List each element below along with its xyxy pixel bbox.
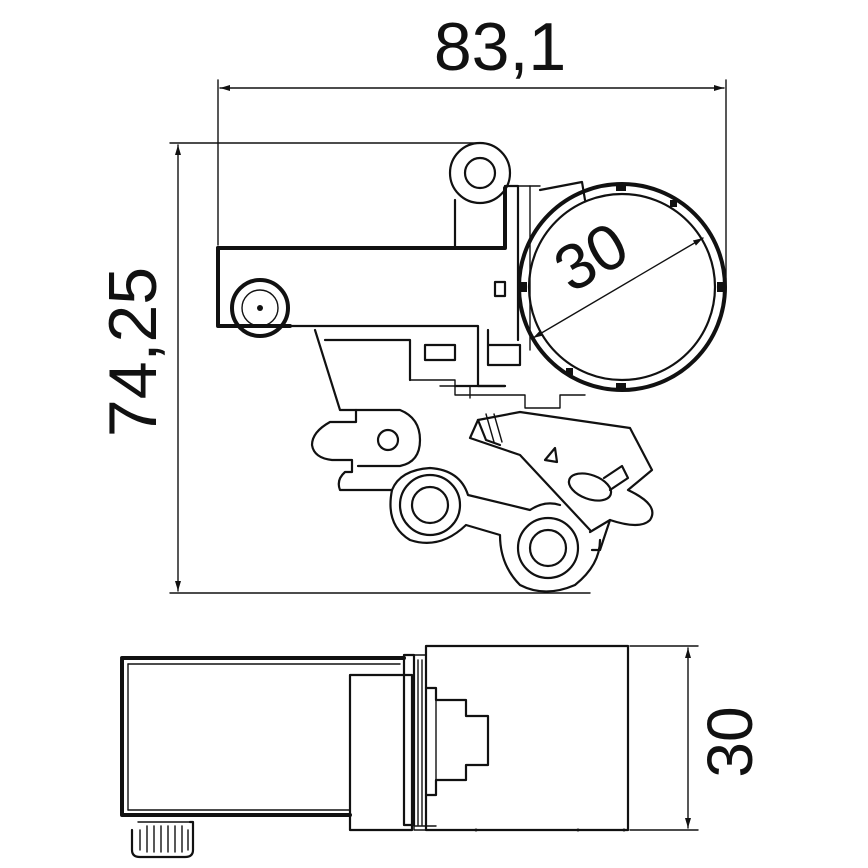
circle-diameter-label: 30 (542, 208, 640, 306)
width-dimension: 83,1 (217, 9, 727, 291)
top-view: 83,1 74,25 (95, 9, 727, 594)
clamp-ring: 30 (517, 182, 727, 392)
base-bracket (310, 328, 602, 593)
height-dimension: 74,25 (95, 142, 591, 594)
side-body (120, 656, 406, 817)
width-dimension-label: 83,1 (434, 9, 566, 85)
depth-dimension-label: 30 (694, 706, 766, 777)
ring-clip (409, 280, 586, 409)
depth-dimension: 30 (629, 645, 766, 831)
side-housing (348, 644, 630, 832)
height-dimension-label: 74,25 (95, 267, 171, 437)
side-view: 30 (120, 644, 766, 859)
left-roller (230, 278, 290, 338)
trigger-lever (468, 410, 654, 552)
top-pivot (448, 141, 512, 205)
side-roller (130, 820, 195, 859)
